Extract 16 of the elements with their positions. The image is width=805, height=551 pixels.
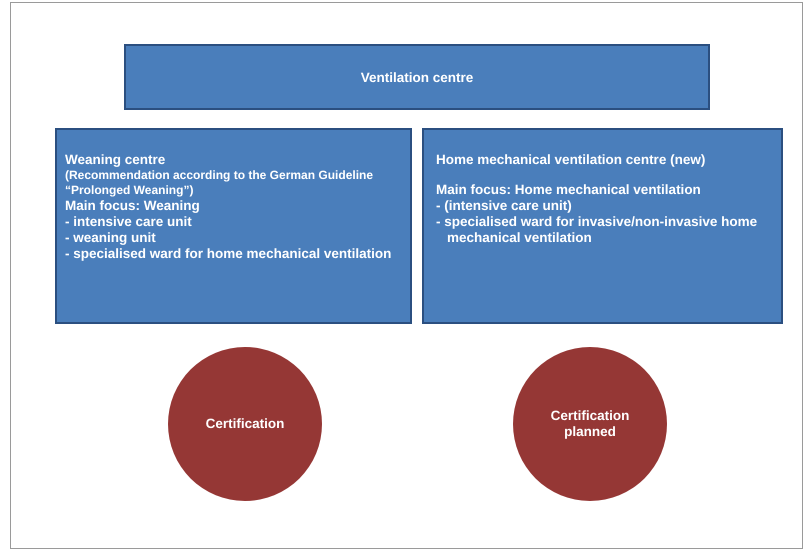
node-text: - specialised ward for home mechanical ventilation	[65, 246, 392, 262]
node-text: - intensive care unit	[65, 214, 193, 230]
header-box	[124, 44, 710, 110]
node-text: Main focus: Home mechanical ventilation	[436, 182, 702, 198]
node-text: Main focus: Weaning	[65, 198, 201, 214]
node-text: - weaning unit	[65, 230, 157, 246]
process-box	[55, 128, 412, 324]
process-box	[422, 128, 783, 324]
node-text: Certification	[206, 416, 284, 432]
node-text: Ventilation centre	[360, 70, 474, 86]
node-text: - specialised ward for invasive/non-invasive home mechanical ventilation	[436, 214, 758, 246]
node-text: Certification planned	[550, 408, 630, 440]
node-text: Home mechanical ventilation centre (new)	[436, 152, 706, 168]
node-text: (Recommendation according to the German Guideline “Prolonged Weaning”)	[65, 168, 374, 198]
node-text: Weaning centre	[65, 152, 166, 168]
node-text: - (intensive care unit)	[436, 198, 573, 214]
